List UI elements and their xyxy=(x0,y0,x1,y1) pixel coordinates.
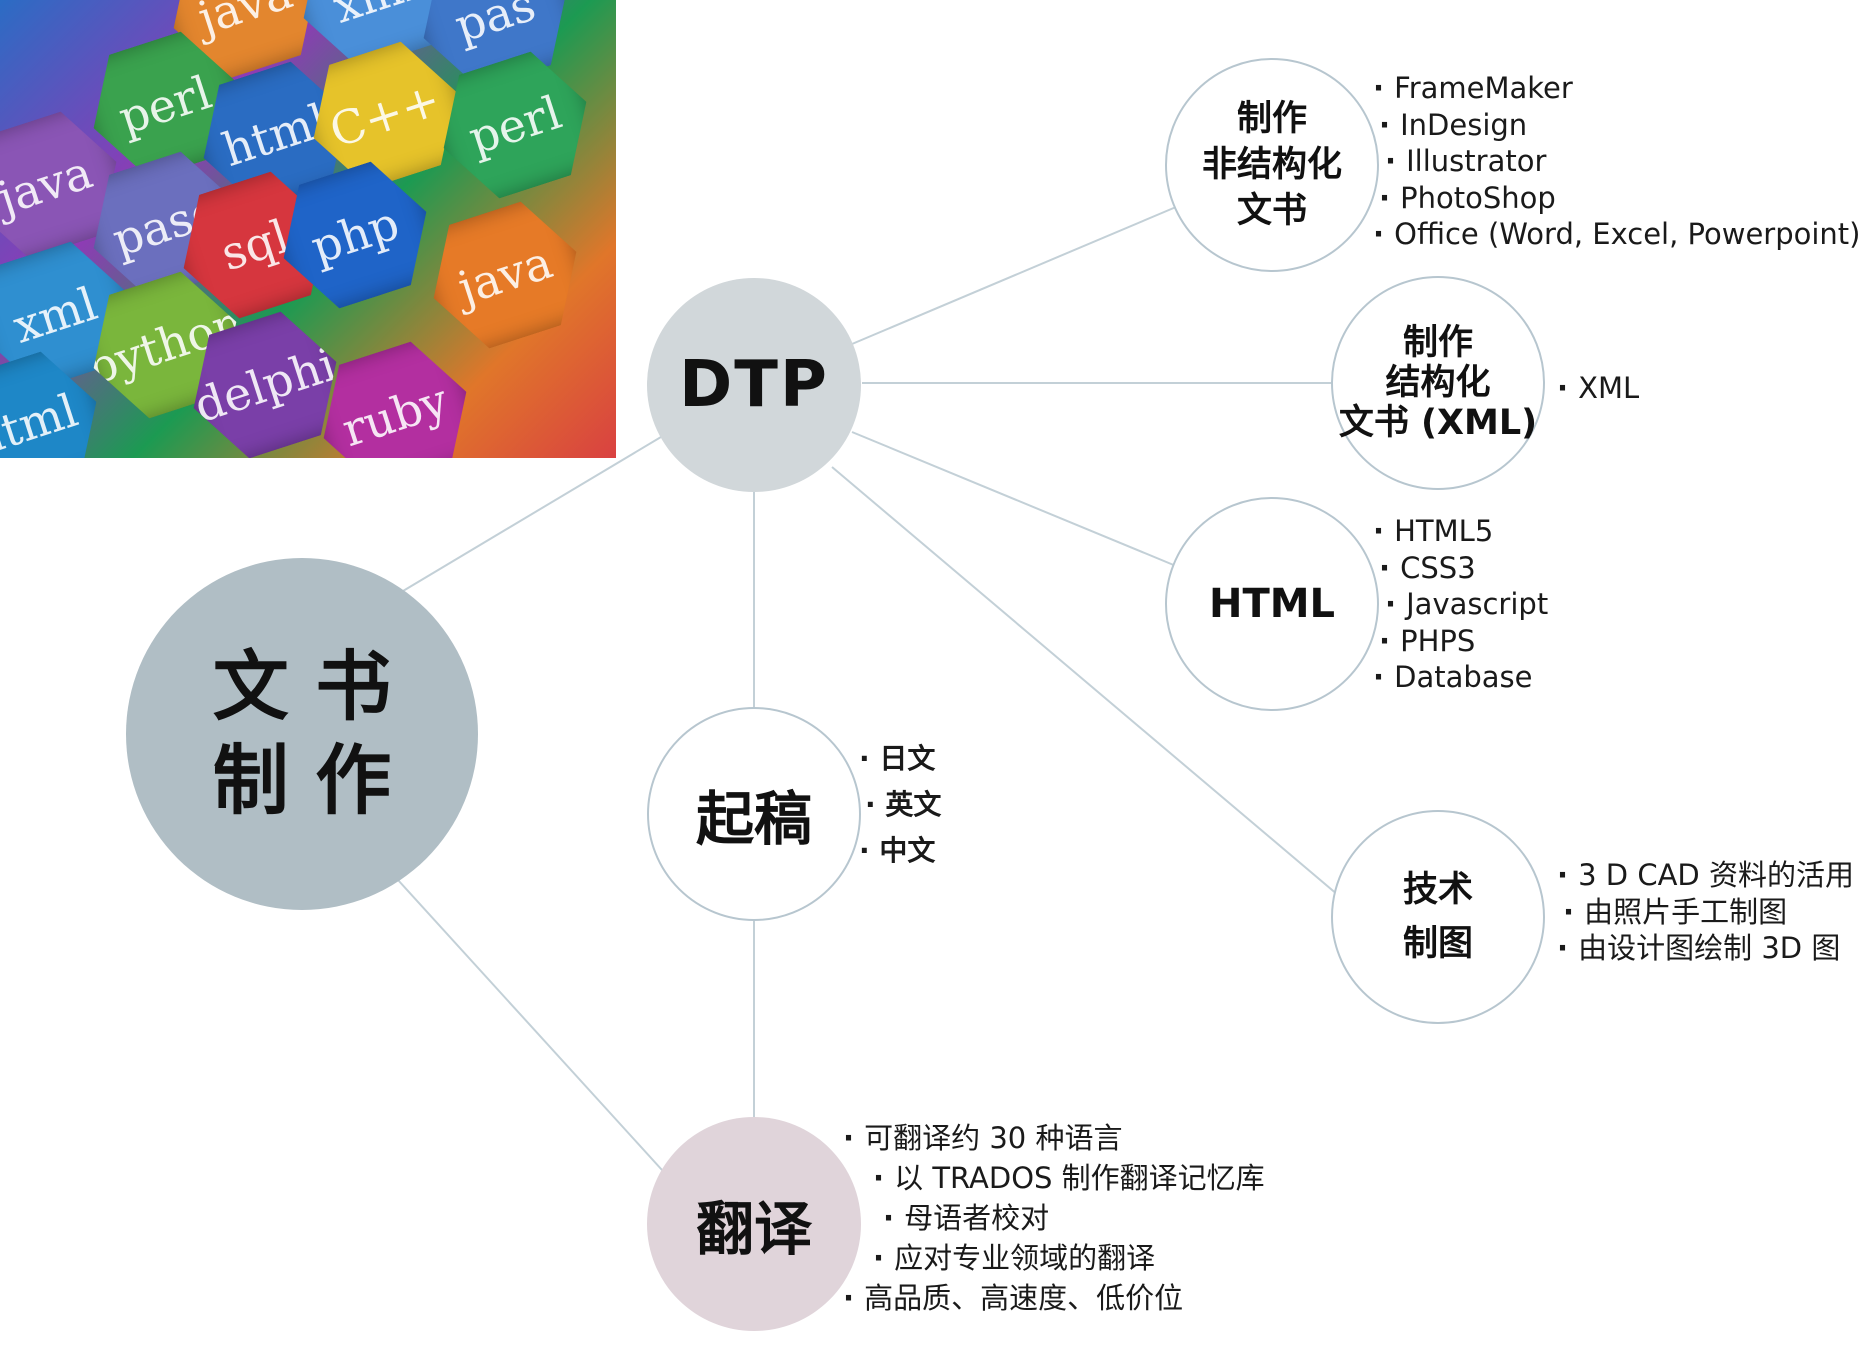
list-item: Illustrator xyxy=(1373,143,1861,180)
connector-center-dtp xyxy=(402,433,667,592)
list-item: 由照片手工制图 xyxy=(1557,894,1854,931)
translate-node-label: 翻译 xyxy=(695,1195,812,1263)
html-node-label: HTML xyxy=(1208,581,1336,627)
structured-doc-line3: 文书 (XML) xyxy=(1338,403,1538,443)
list-item: PHPS xyxy=(1373,623,1548,660)
connector-dtp-html xyxy=(851,431,1177,567)
tech-drawing-list: 3 D CAD 资料的活用 由照片手工制图 由设计图绘制 3D 图 xyxy=(1557,857,1854,967)
connector-center-translate xyxy=(397,879,663,1171)
unstructured-doc-line1: 制作 xyxy=(1236,99,1307,139)
draft-languages-list: 日文 英文 中文 xyxy=(859,736,941,874)
dtp-node: DTP xyxy=(647,278,861,492)
language-hexagon: perl xyxy=(424,40,607,210)
structured-doc-line2: 结构化 xyxy=(1385,363,1491,403)
center-node-line1: 文 书 xyxy=(212,642,392,731)
structured-doc-line1: 制作 xyxy=(1402,323,1473,363)
structured-doc-text: 制作 结构化 文书 (XML) xyxy=(1339,323,1537,443)
list-item: 可翻译约 30 种语言 xyxy=(843,1118,1265,1158)
unstructured-doc-text: 制作 非结构化 文书 xyxy=(1202,96,1342,234)
list-item: 3 D CAD 资料的活用 xyxy=(1557,857,1854,894)
dtp-node-label: DTP xyxy=(679,348,829,422)
list-item: Office (Word, Excel, Powerpoint) xyxy=(1373,216,1860,253)
center-node-line2: 制 作 xyxy=(212,736,392,825)
list-item: 母语者校对 xyxy=(843,1198,1265,1238)
connector-dtp-techdraw xyxy=(831,466,1339,896)
list-item: Javascript xyxy=(1373,586,1548,623)
draft-node-label: 起稿 xyxy=(695,785,812,853)
list-item: 中文 xyxy=(859,828,941,874)
unstructured-tools-list: FrameMaker InDesign Illustrator PhotoSho… xyxy=(1373,70,1861,253)
list-item: 英文 xyxy=(859,782,941,828)
draft-node: 起稿 xyxy=(647,707,861,921)
unstructured-doc-line2: 非结构化 xyxy=(1201,145,1342,185)
translation-features-list: 可翻译约 30 种语言 以 TRADOS 制作翻译记忆库 母语者校对 应对专业领… xyxy=(843,1118,1265,1318)
list-item: XML xyxy=(1557,370,1639,407)
unstructured-doc-node: 制作 非结构化 文书 xyxy=(1165,58,1379,272)
list-item: 以 TRADOS 制作翻译记忆库 xyxy=(843,1158,1265,1198)
list-item: InDesign xyxy=(1373,107,1861,144)
structured-doc-node: 制作 结构化 文书 (XML) xyxy=(1331,276,1545,490)
center-node-document-production: 文 书 制 作 xyxy=(126,558,478,910)
list-item: 应对专业领域的翻译 xyxy=(843,1238,1265,1278)
list-item: 日文 xyxy=(859,736,941,782)
tech-drawing-line1: 技术 xyxy=(1402,870,1473,910)
language-hexagon: java xyxy=(414,190,597,360)
language-hexagon: ruby xyxy=(304,330,487,458)
list-item: PhotoShop xyxy=(1373,180,1861,217)
tech-drawing-text: 技术 制图 xyxy=(1403,863,1473,971)
list-item: HTML5 xyxy=(1373,513,1548,550)
list-item: FrameMaker xyxy=(1373,70,1861,107)
tech-drawing-line2: 制图 xyxy=(1402,924,1473,964)
center-node-text: 文 书 制 作 xyxy=(213,640,391,828)
html-tools-list: HTML5 CSS3 Javascript PHPS Database xyxy=(1373,513,1548,696)
unstructured-doc-line3: 文书 xyxy=(1236,191,1307,231)
list-item: 由设计图绘制 3D 图 xyxy=(1557,930,1854,967)
list-item: Database xyxy=(1373,659,1548,696)
tech-drawing-node: 技术 制图 xyxy=(1331,810,1545,1024)
programming-languages-photo: javaxmlpasperlhtmlC++perljavapascsqlphpj… xyxy=(0,0,616,458)
translate-node: 翻译 xyxy=(647,1117,861,1331)
connector-dtp-unstructured xyxy=(851,206,1177,345)
html-node: HTML xyxy=(1165,497,1379,711)
list-item: CSS3 xyxy=(1373,550,1548,587)
list-item: 高品质、高速度、低价位 xyxy=(843,1278,1265,1318)
structured-tools-list: XML xyxy=(1557,370,1639,407)
